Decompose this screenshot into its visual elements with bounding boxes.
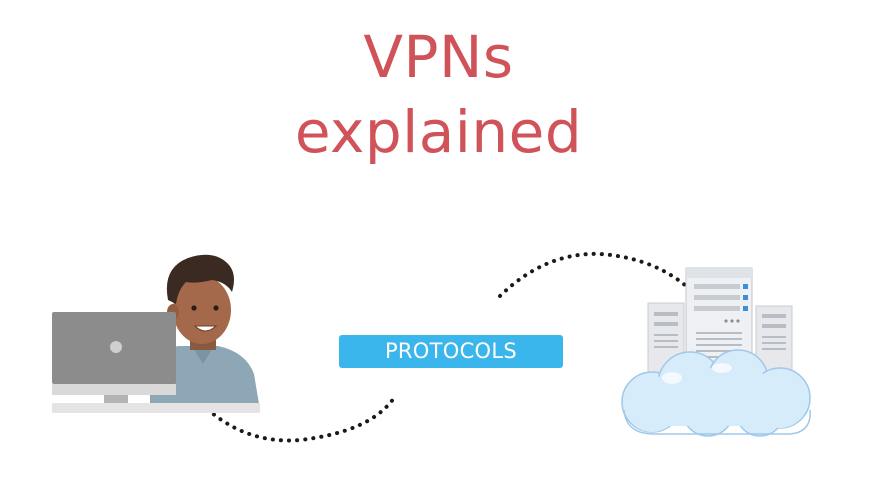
server-cloud-icon — [621, 267, 811, 437]
person-hair — [166, 254, 234, 304]
protocols-badge: PROTOCOLS — [339, 335, 563, 368]
computer-monitor-icon — [52, 312, 260, 413]
title-line-1: VPNs — [363, 23, 514, 91]
person-head — [173, 276, 231, 344]
title-line-2: explained — [294, 98, 583, 166]
connection-dotted-curve-right — [498, 251, 699, 298]
connection-dotted-curve-left — [194, 396, 396, 443]
